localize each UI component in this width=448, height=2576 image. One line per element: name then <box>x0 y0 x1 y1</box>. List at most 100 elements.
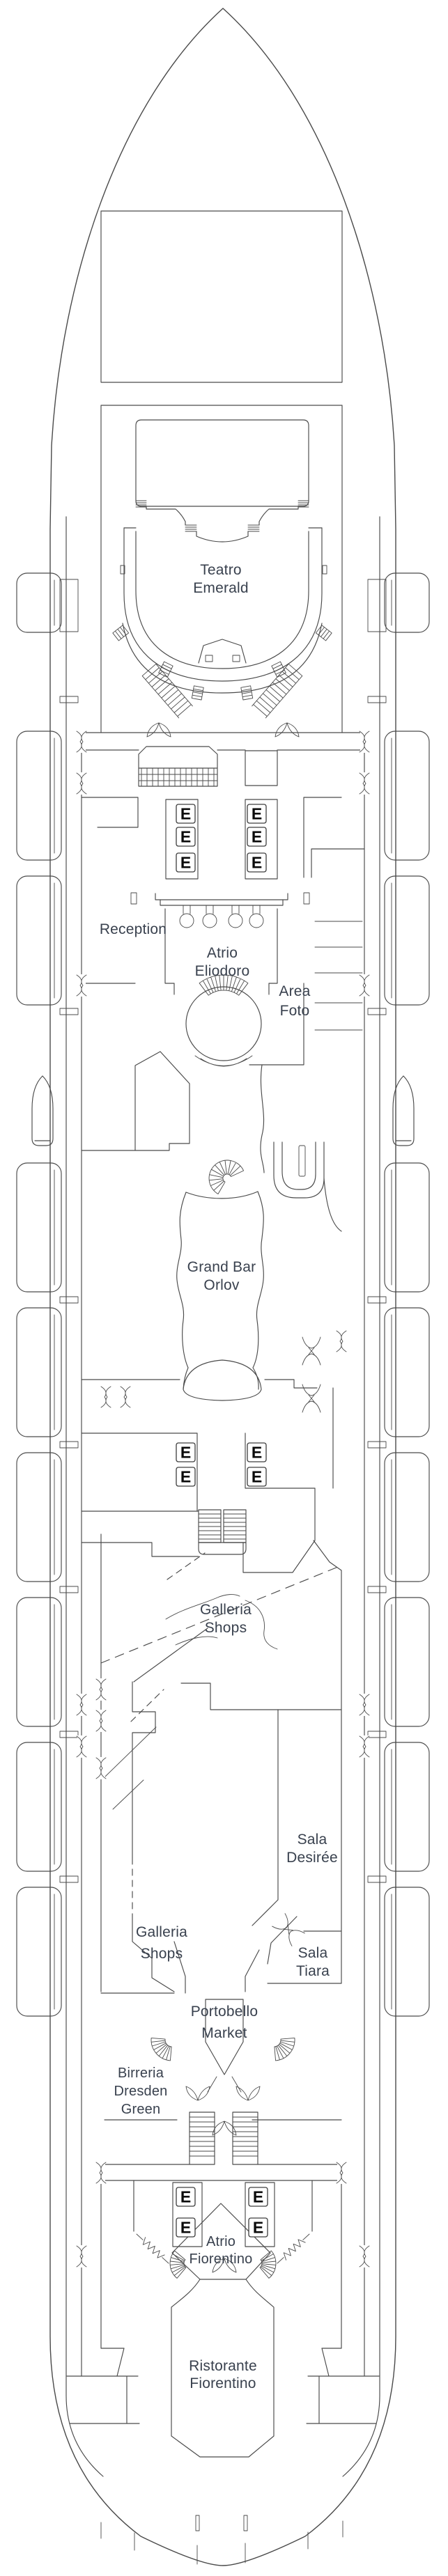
davit-bracket <box>367 1731 387 1738</box>
theater-step-icon <box>315 625 332 641</box>
svg-text:E: E <box>180 2188 191 2206</box>
lifeboat-icon <box>16 572 62 633</box>
davit-bracket <box>367 1586 387 1593</box>
watertight-door-icon <box>100 1386 111 1408</box>
svg-text:E: E <box>180 854 191 872</box>
atrio-fiorentino-area <box>169 2203 277 2280</box>
label-birreria-dresden-green: Green <box>121 2102 161 2117</box>
reception-area <box>81 797 365 1031</box>
portobello-market-area <box>100 1941 342 2121</box>
elevator-icon: E <box>176 2217 196 2238</box>
label-sala-tiara: Tiara <box>296 1963 330 1979</box>
atrio-eliodoro-area <box>160 899 284 1067</box>
theater-step-icon <box>112 625 130 641</box>
davit-bracket <box>59 579 79 632</box>
label-portobello-market: Market <box>201 2025 247 2041</box>
davit-bracket <box>59 1731 79 1738</box>
spiral-stairs-icon <box>208 1160 245 1194</box>
ristorante-fiorentino-area <box>66 2180 380 2565</box>
elevator-icon: E <box>247 852 267 873</box>
fan-stairs-icon <box>150 2037 172 2061</box>
davit-bracket <box>59 1296 79 1304</box>
lifeboat-icon <box>384 1452 430 1582</box>
lifeboat-icon <box>384 1597 430 1727</box>
watertight-door-icon <box>359 772 370 795</box>
lifeboat-icon <box>384 1742 430 1872</box>
svg-text:E: E <box>180 828 191 846</box>
svg-text:E: E <box>252 828 262 846</box>
elevator-icon: E <box>176 852 196 873</box>
watertight-door-icon <box>76 772 87 795</box>
double-door-icon <box>235 2086 261 2101</box>
elevator-icon: E <box>176 1467 196 1487</box>
davit-bracket <box>367 579 387 632</box>
watertight-door-icon <box>76 1694 87 1716</box>
label-portobello-market: Portobello <box>191 2004 258 2020</box>
double-door-icon <box>272 1913 305 1946</box>
label-atrio-eliodoro: Atrio <box>207 945 238 961</box>
fan-stairs-icon <box>259 2250 277 2279</box>
stairs-icon <box>141 664 193 719</box>
svg-text:E: E <box>252 805 262 823</box>
elevator-icon: E <box>247 1442 267 1462</box>
lifeboat-icon <box>31 1075 54 1146</box>
lifeboat-icon <box>392 1075 415 1146</box>
label-area-foto: Foto <box>280 1003 310 1019</box>
double-door-icon <box>212 2258 237 2273</box>
double-door-icon <box>212 2121 237 2136</box>
lifeboat-icon <box>384 1887 430 2017</box>
theater-stage <box>135 419 309 542</box>
label-atrio-eliodoro: Eliodoro <box>195 963 250 979</box>
label-atrio-fiorentino: Atrio <box>206 2234 235 2249</box>
watertight-door-icon <box>359 731 370 753</box>
lifeboat-icon <box>16 1742 62 1872</box>
davit-bracket <box>367 1008 387 1015</box>
theater-step-icon <box>271 661 286 678</box>
theater-aisle-stairs <box>141 664 303 719</box>
label-grand-bar-orlov: Grand Bar <box>187 1259 256 1275</box>
elevator-icon: E <box>247 827 267 847</box>
backstage-block <box>81 732 365 787</box>
label-birreria-dresden-green: Dresden <box>114 2084 168 2099</box>
label-grand-bar-orlov: Orlov <box>203 1277 239 1293</box>
svg-text:E: E <box>180 1444 191 1462</box>
davit-bracket <box>367 1875 387 1883</box>
label-galleria-shops-fwd: Galleria <box>200 1602 252 1618</box>
double-door-icon <box>146 722 171 737</box>
label-galleria-shops-fwd: Shops <box>205 1620 247 1636</box>
fan-stairs-icon <box>150 2037 295 2061</box>
double-door-icon <box>275 722 300 737</box>
svg-text:E: E <box>252 854 262 872</box>
svg-text:E: E <box>252 1468 262 1486</box>
davit-bracket <box>59 1441 79 1449</box>
lifeboat-icon <box>16 1597 62 1727</box>
davit-bracket <box>59 1586 79 1593</box>
svg-text:E: E <box>180 2219 191 2237</box>
double-door-icon <box>185 2086 210 2101</box>
label-reception: Reception <box>100 921 167 937</box>
expansion-joint-icon <box>277 2233 310 2264</box>
svg-text:E: E <box>180 805 191 823</box>
double-door-icon <box>302 1384 321 1413</box>
theater-hall <box>120 527 327 694</box>
label-ristorante-fiorentino: Fiorentino <box>190 2375 256 2391</box>
venue-labels: TeatroEmeraldReceptionAtrioEliodoroAreaF… <box>100 562 338 2391</box>
davit-bracket <box>367 1441 387 1449</box>
watertight-door-icon <box>359 974 370 997</box>
davit-bracket <box>59 696 79 703</box>
forward-elevator-bank <box>165 799 278 880</box>
theater-step-icon <box>191 685 204 701</box>
grand-bar-orlov-area <box>81 1191 318 1401</box>
elevator-icon: E <box>248 2187 268 2207</box>
label-sala-desiree: Desirée <box>286 1850 338 1866</box>
elevator-icon: E <box>247 804 267 824</box>
fan-stairs-icon <box>274 2037 295 2061</box>
watertight-door-icon <box>336 1330 347 1352</box>
svg-text:E: E <box>252 1444 262 1462</box>
mid-elevator-lobby <box>81 1387 334 1573</box>
elevator-icon: E <box>247 1467 267 1487</box>
lifeboat-icon <box>16 1452 62 1582</box>
hull-outline <box>49 8 396 2566</box>
lifeboat-icon <box>16 731 62 861</box>
